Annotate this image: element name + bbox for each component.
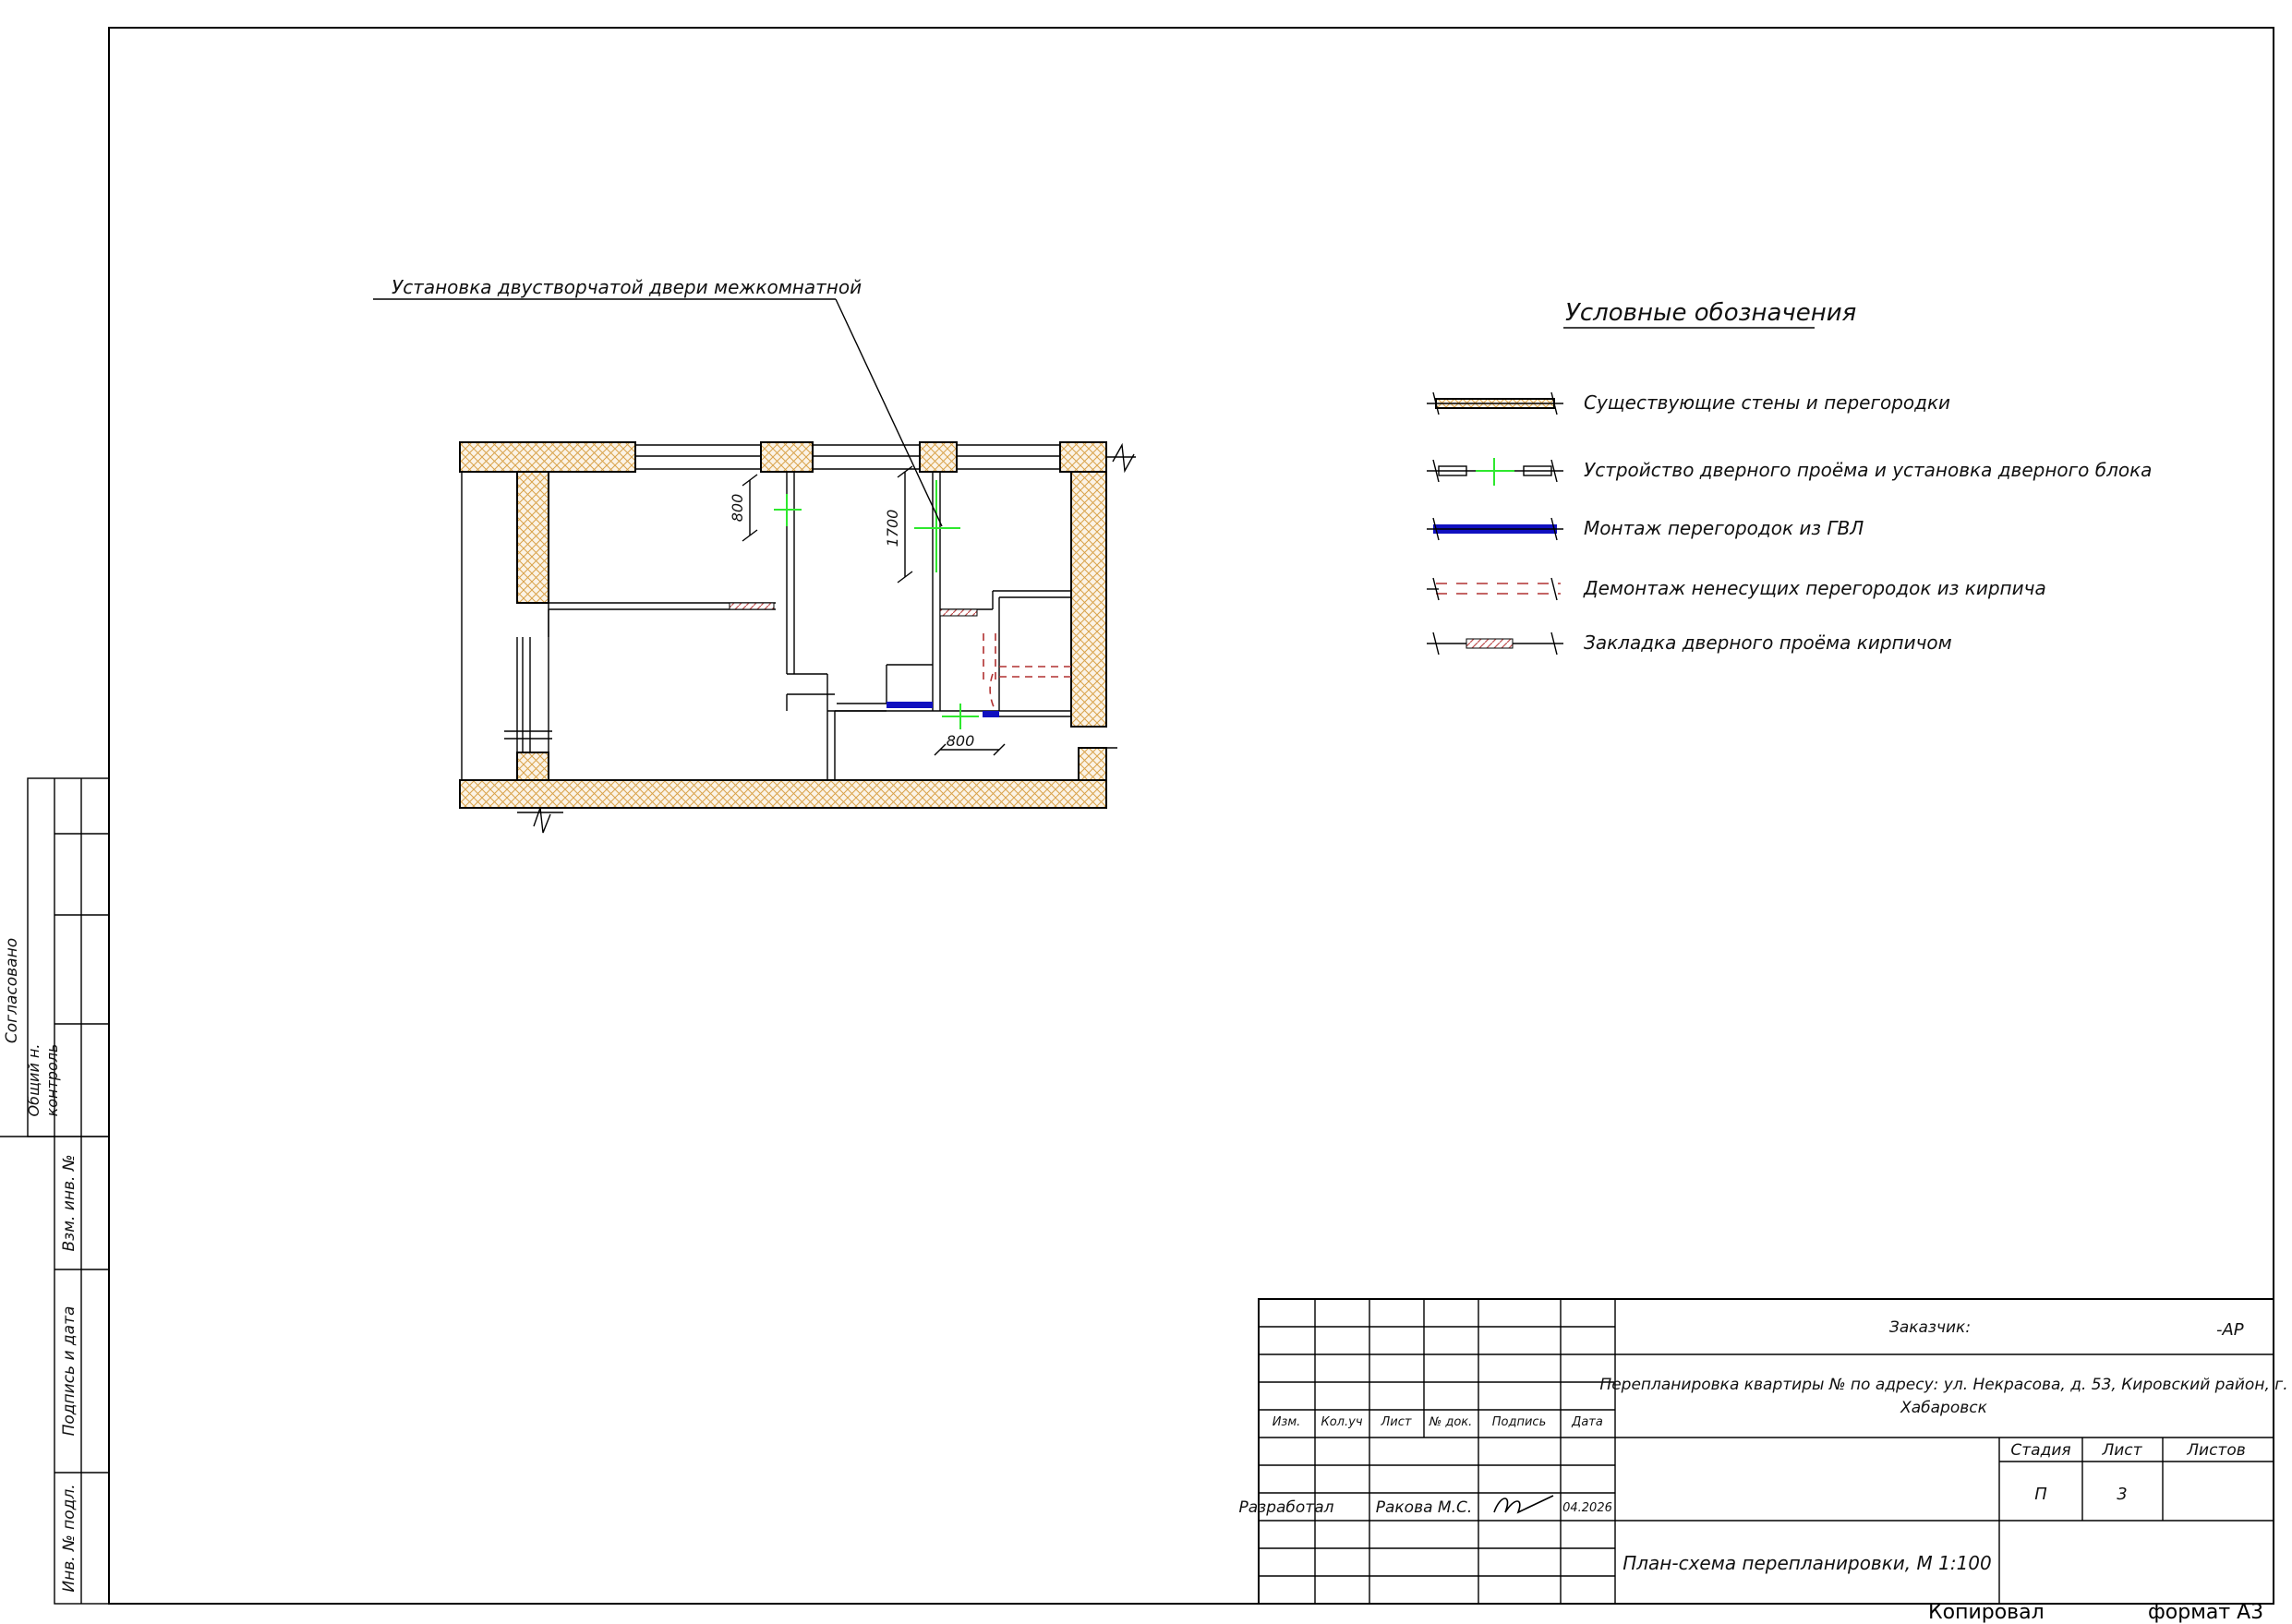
legend-item-5: Закладка дверного проёма кирпичом	[1584, 632, 1952, 654]
sheets-label: Листов	[2186, 1441, 2246, 1460]
legend-symbol-existing-walls	[1427, 391, 1563, 415]
legend-symbol-brick	[1427, 632, 1563, 656]
legend-item-3: Монтаж перегородок из ГВЛ	[1584, 517, 1864, 539]
hdr-list: Лист	[1381, 1415, 1412, 1429]
replace-inv-label: Взм. инв. №	[60, 1154, 78, 1251]
sign-date-label: Подпись и дата	[60, 1306, 78, 1437]
inv-orig-label: Инв. № подл.	[60, 1484, 78, 1592]
hdr-kol: Кол.уч	[1321, 1415, 1363, 1429]
general-control-label: Общий н.контроль	[25, 1044, 61, 1117]
copied-label: Копировал	[1928, 1601, 2045, 1624]
door-callout: Установка двустворчатой двери межкомнатн…	[373, 276, 943, 527]
project-line-1: Перепланировка квартиры № по адресу: ул.…	[1599, 1376, 2287, 1394]
floor-plan: 800 1700 800	[459, 441, 1136, 834]
legend-symbol-gvl	[1427, 517, 1563, 541]
hdr-date: Дата	[1571, 1415, 1603, 1429]
customer-label: Заказчик:	[1889, 1318, 1971, 1337]
hdr-izm: Изм.	[1273, 1415, 1301, 1429]
main-frame	[108, 27, 2274, 1605]
dim-800-horizontal: 800	[947, 732, 975, 750]
hdr-doc: № док.	[1429, 1415, 1473, 1429]
dim-1700: 1700	[884, 510, 901, 547]
drawing-title: План-схема перепланировки, М 1:100	[1622, 1552, 1992, 1574]
legend: Условные обозначения Существующие стены …	[1427, 299, 2152, 656]
side-stamp: Согласовано Общий н.контроль Взм. инв. №…	[0, 777, 110, 1605]
legend-title: Условные обозначения	[1565, 299, 1856, 327]
format-label: формат А3	[2148, 1601, 2264, 1624]
legend-item-1: Существующие стены и перегородки	[1584, 391, 1950, 414]
legend-item-2: Устройство дверного проёма и установка д…	[1584, 459, 2152, 481]
stage-label: Стадия	[2010, 1441, 2070, 1460]
agreed-label: Согласовано	[3, 938, 21, 1043]
legend-symbol-demolish	[1427, 577, 1561, 601]
project-line-2: Хабаровск	[1900, 1399, 1988, 1417]
doc-code: -АР	[2216, 1320, 2244, 1340]
developed-label: Разработал	[1239, 1498, 1334, 1517]
sheet-label: Лист	[2101, 1441, 2142, 1460]
developer-name: Ракова М.С.	[1376, 1498, 1473, 1517]
door-callout-text: Установка двустворчатой двери межкомнатн…	[392, 276, 862, 298]
hdr-sign: Подпись	[1492, 1415, 1546, 1429]
legend-symbol-door-install	[1427, 458, 1563, 486]
sheet-value: 3	[2117, 1485, 2127, 1504]
dim-800-vertical: 800	[729, 494, 746, 523]
stage-value: П	[2034, 1485, 2047, 1504]
signature	[1493, 1495, 1554, 1514]
title-block: Заказчик: -АР Перепланировка квартиры № …	[1239, 1298, 2288, 1605]
date-value: 04.2026	[1562, 1501, 1612, 1515]
legend-item-4: Демонтаж ненесущих перегородок из кирпич…	[1583, 577, 2046, 599]
